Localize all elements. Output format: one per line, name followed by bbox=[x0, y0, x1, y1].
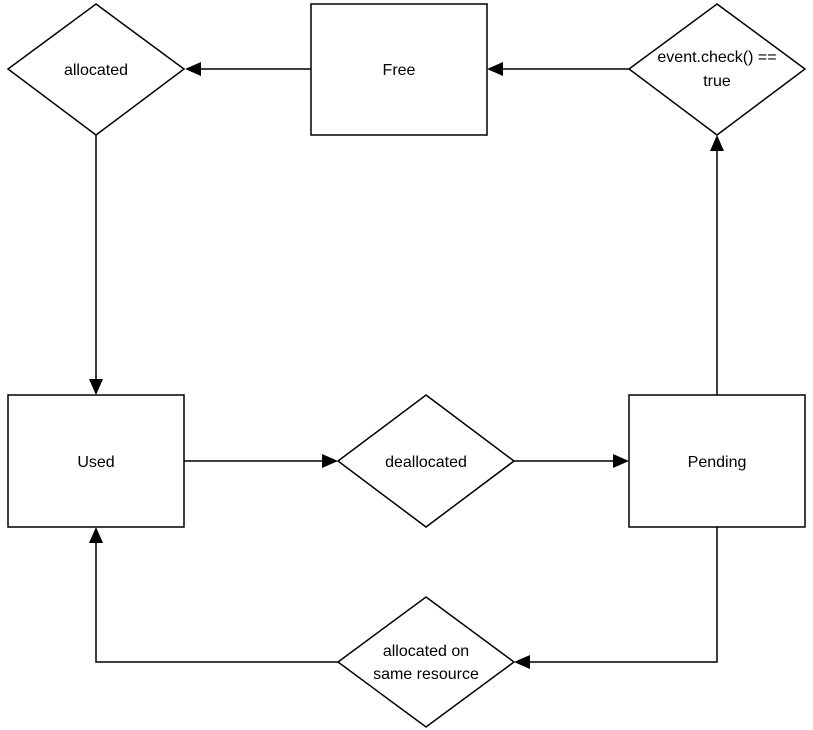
node-deallocated: deallocated bbox=[336, 394, 516, 528]
pending-box bbox=[628, 394, 806, 528]
node-used: Used bbox=[7, 394, 185, 528]
allocated-label: allocated bbox=[64, 62, 128, 79]
deallocated-diamond bbox=[336, 394, 516, 528]
edge-pending-to-allocated-same bbox=[529, 527, 718, 663]
arrowhead-allocated-to-used bbox=[89, 379, 103, 395]
event-check-label-line2: true bbox=[703, 73, 731, 90]
used-box bbox=[7, 394, 185, 528]
arrowhead-allocated-same-to-used bbox=[89, 527, 103, 543]
arrowhead-pending-to-event-check bbox=[710, 135, 724, 151]
nodes: Free allocated event.check() == true Use… bbox=[6, 3, 807, 728]
node-free: Free bbox=[310, 3, 488, 136]
arrowhead-used-to-deallocated bbox=[322, 454, 338, 468]
used-label: Used bbox=[77, 454, 114, 471]
free-box bbox=[310, 3, 488, 136]
edge-allocated-same-to-used bbox=[95, 542, 338, 663]
arrowhead-free-to-allocated bbox=[185, 62, 201, 76]
node-event-check: event.check() == true bbox=[627, 3, 807, 136]
arrowhead-event-check-to-free bbox=[487, 62, 503, 76]
allocated-same-label-line1: allocated on bbox=[383, 643, 469, 660]
arrowhead-pending-to-allocated-same bbox=[514, 655, 530, 669]
pending-label: Pending bbox=[688, 454, 747, 471]
event-check-label-line1: event.check() == bbox=[657, 49, 776, 66]
allocated-same-label-line2: same resource bbox=[373, 666, 479, 683]
allocated-diamond bbox=[6, 3, 186, 136]
event-check-diamond bbox=[627, 3, 807, 136]
free-label: Free bbox=[383, 62, 416, 79]
node-allocated: allocated bbox=[6, 3, 186, 136]
node-pending: Pending bbox=[628, 394, 806, 528]
arrowhead-deallocated-to-pending bbox=[613, 454, 629, 468]
allocated-same-diamond bbox=[336, 596, 516, 728]
node-allocated-same: allocated on same resource bbox=[336, 596, 516, 728]
deallocated-label: deallocated bbox=[385, 454, 467, 471]
edges bbox=[89, 62, 724, 669]
